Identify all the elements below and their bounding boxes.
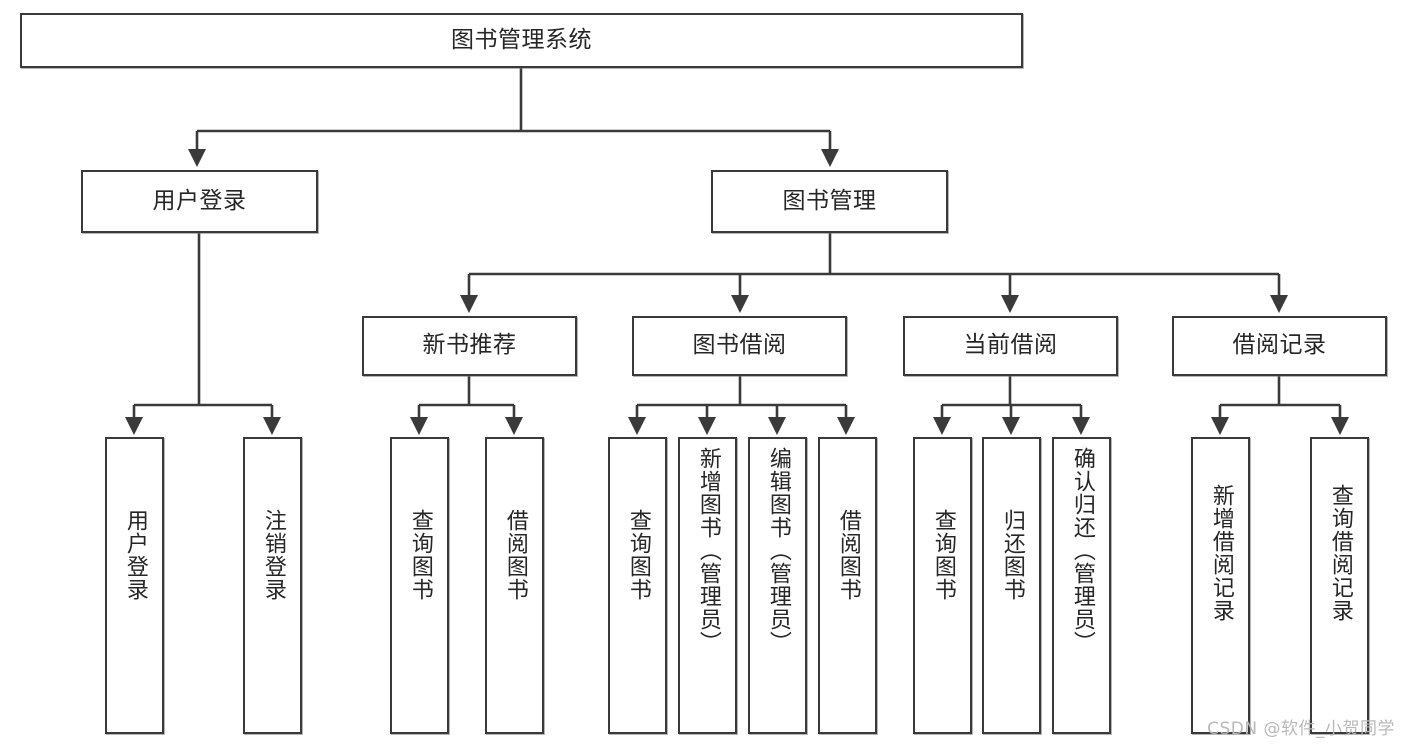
- node-leaf-borrow-book-1-label: 借阅图书: [502, 509, 528, 601]
- node-leaf-confirm-return-label: 确认归还（管理员）: [1069, 447, 1095, 654]
- node-leaf-user-login[interactable]: 用户登录: [105, 437, 164, 734]
- node-leaf-edit-book-label: 编辑图书（管理员）: [765, 447, 791, 654]
- node-user-login[interactable]: 用户登录: [81, 170, 318, 233]
- node-leaf-add-record-label: 新增借阅记录: [1208, 484, 1234, 622]
- node-leaf-add-book[interactable]: 新增图书（管理员）: [678, 437, 737, 734]
- node-book-borrow[interactable]: 图书借阅: [632, 316, 847, 376]
- node-leaf-query-record[interactable]: 查询借阅记录: [1310, 437, 1369, 734]
- node-leaf-return-book[interactable]: 归还图书: [982, 437, 1041, 734]
- node-leaf-borrow-book-2-label: 借阅图书: [835, 509, 861, 601]
- node-leaf-borrow-book-1[interactable]: 借阅图书: [485, 437, 544, 734]
- node-book-manage-label: 图书管理: [782, 187, 877, 214]
- node-new-book-recommend[interactable]: 新书推荐: [362, 316, 577, 376]
- node-leaf-query-book-1-label: 查询图书: [407, 509, 433, 601]
- watermark: CSDN @软件_小贺同学: [1207, 719, 1395, 739]
- node-leaf-user-logout-label: 注销登录: [260, 509, 286, 601]
- node-root-label: 图书管理系统: [451, 26, 592, 53]
- node-leaf-return-book-label: 归还图书: [999, 509, 1025, 601]
- node-current-borrow[interactable]: 当前借阅: [903, 316, 1118, 376]
- node-leaf-query-book-3[interactable]: 查询图书: [913, 437, 972, 734]
- node-leaf-user-logout[interactable]: 注销登录: [243, 437, 302, 734]
- node-leaf-query-record-label: 查询借阅记录: [1327, 484, 1353, 622]
- node-root[interactable]: 图书管理系统: [20, 13, 1023, 68]
- node-leaf-query-book-1[interactable]: 查询图书: [390, 437, 449, 734]
- node-leaf-user-login-label: 用户登录: [122, 509, 148, 601]
- node-borrow-record-label: 借阅记录: [1232, 332, 1327, 359]
- node-leaf-edit-book[interactable]: 编辑图书（管理员）: [748, 437, 807, 734]
- node-leaf-query-book-3-label: 查询图书: [930, 509, 956, 601]
- node-book-manage[interactable]: 图书管理: [711, 170, 948, 233]
- node-leaf-borrow-book-2[interactable]: 借阅图书: [818, 437, 877, 734]
- node-user-login-label: 用户登录: [152, 187, 247, 214]
- node-leaf-query-book-2[interactable]: 查询图书: [608, 437, 667, 734]
- node-leaf-query-book-2-label: 查询图书: [625, 509, 651, 601]
- node-current-borrow-label: 当前借阅: [963, 332, 1058, 359]
- node-leaf-add-record[interactable]: 新增借阅记录: [1191, 437, 1250, 734]
- node-borrow-record[interactable]: 借阅记录: [1172, 316, 1387, 376]
- node-leaf-confirm-return[interactable]: 确认归还（管理员）: [1052, 437, 1111, 734]
- node-leaf-add-book-label: 新增图书（管理员）: [695, 447, 721, 654]
- node-new-book-recommend-label: 新书推荐: [422, 332, 517, 359]
- node-book-borrow-label: 图书借阅: [692, 332, 787, 359]
